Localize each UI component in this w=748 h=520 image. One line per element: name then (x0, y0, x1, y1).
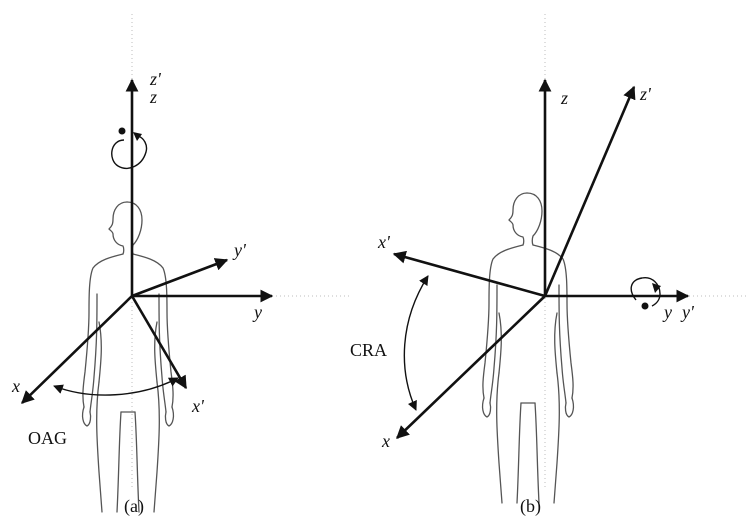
panel-b-x-prime-axis (392, 250, 546, 298)
panel-b-label-z-prime: z' (639, 84, 652, 104)
panel-a-label-z-prime: z' (149, 69, 162, 89)
panel-a-x-prime-axis (130, 295, 188, 390)
panel-a-angle-label: OAG (28, 428, 67, 448)
panel-a-x-axis (21, 295, 133, 404)
panel-b-label-x-prime: x' (377, 232, 391, 252)
panel-b-label-x: x (381, 431, 390, 451)
panel-a-label-y-prime: y' (232, 240, 247, 260)
panel-b-label-z: z (560, 88, 568, 108)
panel-b: z z' x' y y' CRA x (b) (350, 14, 746, 517)
panel-b-cra-arc (403, 275, 429, 411)
panel-b-rotation-symbol (630, 277, 661, 310)
panel-b-label-y-prime: y' (680, 302, 695, 322)
panel-a: z' z y' y x x' OAG (a) (11, 14, 350, 517)
panel-b-z-prime-axis (543, 85, 636, 297)
panel-a-y-prime-axis (131, 258, 229, 298)
panel-b-x-axis (396, 295, 546, 439)
panel-b-label-y: y (662, 302, 672, 322)
panel-a-rotation-symbol (111, 127, 148, 170)
panel-b-human-figure (481, 192, 575, 504)
panel-a-label-z: z (149, 87, 157, 107)
panel-a-label-x: x (11, 376, 20, 396)
panel-b-caption: (b) (520, 496, 541, 517)
panel-a-human-figure (81, 201, 175, 513)
panel-b-angle-label: CRA (350, 340, 387, 360)
panel-a-caption: (a) (124, 496, 144, 517)
panel-a-label-x-prime: x' (191, 396, 205, 416)
panel-a-label-y: y (252, 302, 262, 322)
panel-a-oag-arc (53, 377, 179, 396)
